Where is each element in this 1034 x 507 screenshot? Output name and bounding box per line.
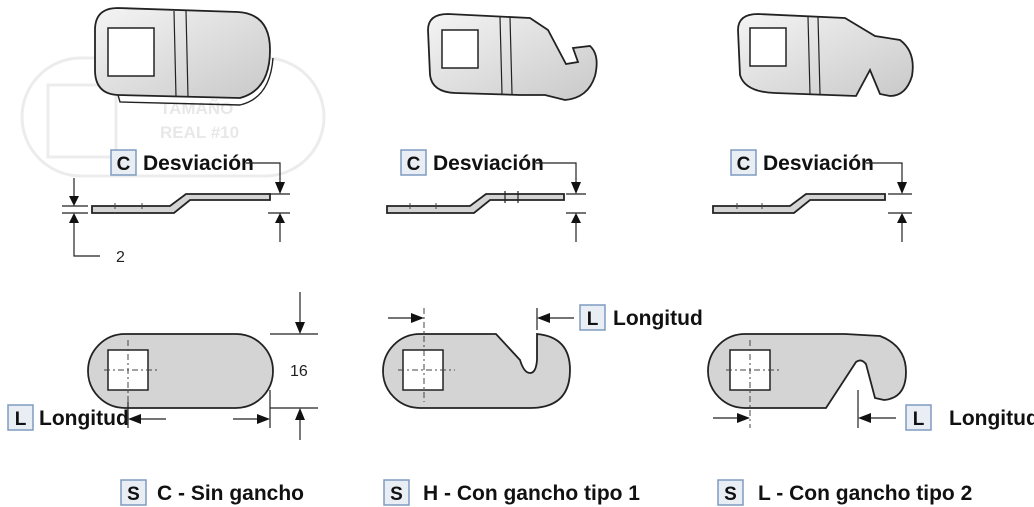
type-h-marker-text: S	[390, 484, 403, 505]
cam-3d-view-c	[94, 7, 274, 106]
length-h-marker-text: L	[587, 309, 599, 330]
length-l-marker	[905, 404, 932, 431]
length-label-c: Longitud	[39, 407, 129, 430]
plan-view-c: 16 L Longitud	[7, 292, 318, 440]
width-dim: 16	[290, 363, 308, 380]
type-c-marker-text: S	[127, 484, 140, 505]
type-h-marker	[383, 479, 410, 506]
type-l-marker-text: S	[724, 484, 737, 505]
type-code-h: S H - Con gancho tipo 1	[383, 479, 640, 506]
type-c-marker	[120, 479, 147, 506]
offset-l-marker-text: C	[737, 154, 751, 175]
length-label-h: Longitud	[613, 307, 703, 330]
length-label-l: Longitud	[949, 407, 1034, 430]
plan-view-h: L Longitud	[382, 304, 703, 409]
type-h-label: H - Con gancho tipo 1	[423, 482, 640, 505]
watermark-line-2: REAL #10	[160, 123, 239, 142]
cam-3d-view-h	[427, 13, 598, 101]
offset-label-c: Desviación	[143, 152, 254, 175]
length-h-marker	[579, 304, 606, 331]
offset-h-marker	[400, 149, 427, 176]
offset-view-l: C Desviación	[712, 149, 912, 242]
plan-view-l: L Longitud	[707, 333, 1034, 431]
type-l-label: L - Con gancho tipo 2	[758, 482, 972, 505]
watermark-line-1: TAMAÑO	[160, 98, 233, 118]
type-l-marker	[717, 479, 744, 506]
length-c-marker-text: L	[15, 409, 27, 430]
cam-3d-view-l	[737, 13, 914, 97]
offset-view-h: C Desviación	[386, 149, 586, 242]
offset-h-marker-text: C	[407, 154, 421, 175]
offset-view-c: C Desviación 2	[62, 149, 290, 266]
offset-l-marker	[730, 149, 757, 176]
type-code-l: S L - Con gancho tipo 2	[717, 479, 972, 506]
length-l-marker-text: L	[913, 409, 925, 430]
offset-c-marker	[110, 149, 137, 176]
thickness-dim: 2	[116, 249, 125, 266]
offset-label-h: Desviación	[433, 152, 544, 175]
type-code-c: S C - Sin gancho	[120, 479, 304, 506]
length-c-marker	[7, 404, 34, 431]
type-c-label: C - Sin gancho	[157, 482, 304, 505]
offset-label-l: Desviación	[763, 152, 874, 175]
offset-c-marker-text: C	[117, 154, 131, 175]
